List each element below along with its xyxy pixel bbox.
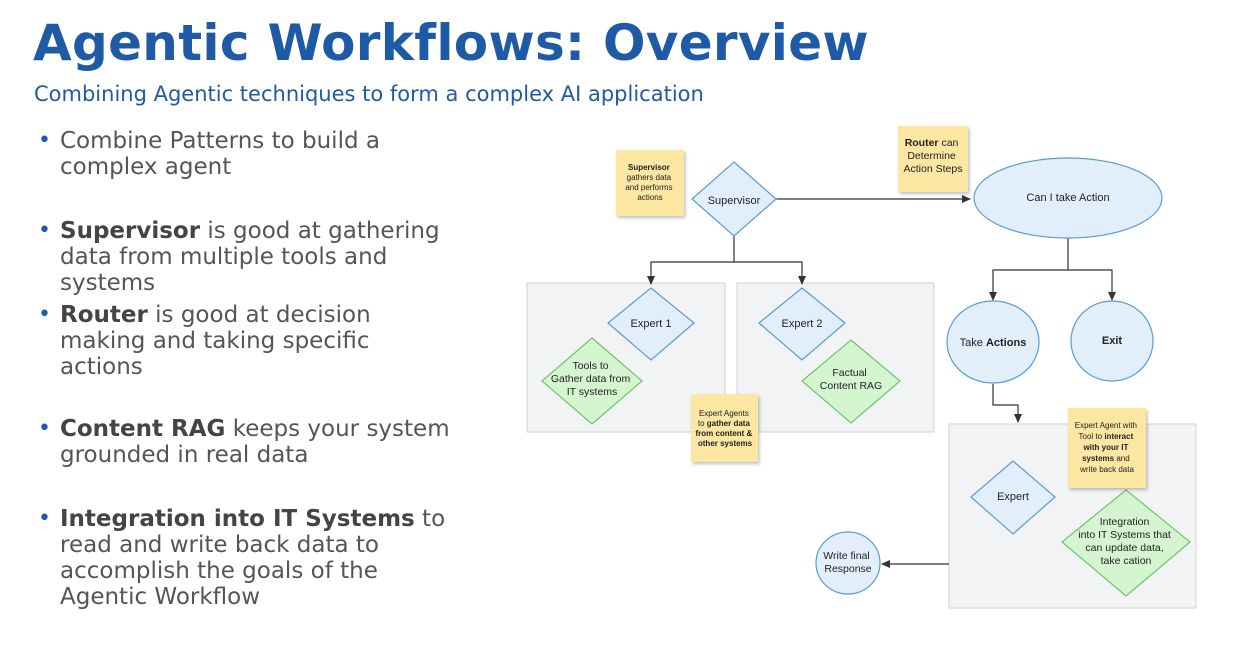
bullet-bold: Supervisor bbox=[60, 218, 201, 244]
svg-text:Expert Agents to gather: Expert Agents to gather data from conten… bbox=[695, 409, 754, 448]
exit-node bbox=[1070, 300, 1154, 382]
arrow-supervisor-split bbox=[647, 236, 735, 285]
bullet-bold: Integration into IT Systems bbox=[60, 506, 415, 532]
expert1-label: Expert 1 bbox=[631, 318, 672, 330]
bullet-text: is good at gathering data from multiple … bbox=[60, 218, 440, 296]
bullet-dot-icon: • bbox=[38, 302, 51, 327]
router-node bbox=[973, 157, 1163, 239]
expert-agent-tool-sticky-note: Expert Agent with Tool to interact with … bbox=[1068, 408, 1146, 488]
integration-line: can update data, bbox=[1085, 542, 1163, 554]
write-response-line: Response bbox=[824, 563, 871, 575]
expert-label: Expert bbox=[997, 491, 1029, 503]
svg-text:Supervisor gathers data: Supervisor gathers data and performs act… bbox=[625, 163, 674, 202]
bullet-bold: Content RAG bbox=[60, 416, 226, 442]
take-actions-node bbox=[946, 300, 1040, 384]
write-response-label: Write final Response bbox=[823, 550, 872, 575]
bullet-text: is good at decision making and taking sp… bbox=[60, 302, 371, 380]
bullet-text: to read and write back data to accomplis… bbox=[60, 506, 446, 610]
bullet-dot-icon: • bbox=[38, 416, 51, 441]
bullet-text: keeps your system grounded in real data bbox=[60, 416, 450, 468]
bullet-item: • Supervisor is good at gathering data f… bbox=[38, 218, 458, 296]
supervisor-node bbox=[691, 161, 777, 237]
bullet-item: • Router is good at decision making and … bbox=[38, 302, 458, 380]
exit-label: Exit bbox=[1102, 335, 1123, 347]
expert2-label: Expert 2 bbox=[782, 318, 823, 330]
supervisor-sticky-note: Supervisor gathers data and performs act… bbox=[616, 150, 684, 216]
bullet-item: • Combine Patterns to build a complex ag… bbox=[38, 128, 458, 180]
bullet-item: • Content RAG keeps your system grounded… bbox=[38, 416, 458, 468]
arrow-router-to-exit bbox=[1068, 269, 1116, 301]
tools-line: Gather data from bbox=[551, 373, 631, 385]
factual-rag-label: Factual Content RAG bbox=[820, 367, 882, 392]
bullet-item: • Integration into IT Systems to read an… bbox=[38, 506, 458, 610]
expert2-node bbox=[758, 287, 846, 361]
supervisor-label: Supervisor bbox=[708, 195, 761, 207]
expert1-node bbox=[607, 287, 695, 361]
tools-node bbox=[541, 337, 643, 425]
integration-label: Integration into IT Systems that can upd… bbox=[1078, 516, 1174, 567]
integration-line: Integration bbox=[1100, 516, 1150, 528]
arrow-actions-to-expert bbox=[992, 384, 1022, 423]
write-response-node bbox=[815, 531, 881, 595]
bullet-dot-icon: • bbox=[38, 128, 51, 153]
arrow-supervisor-to-expert2 bbox=[734, 261, 806, 285]
factual-line: Content RAG bbox=[820, 380, 882, 392]
bullet-bold: Router bbox=[60, 302, 148, 328]
expert-agents-sticky-note: Expert Agents to gather data from conten… bbox=[691, 394, 758, 462]
connectors bbox=[647, 195, 1116, 568]
integration-line: take cation bbox=[1101, 555, 1152, 567]
factual-line: Factual bbox=[832, 367, 866, 379]
bullet-dot-icon: • bbox=[38, 218, 51, 243]
factual-rag-node bbox=[801, 339, 901, 424]
bullet-dot-icon: • bbox=[38, 506, 51, 531]
svg-text:Expert Agent with Tool t: Expert Agent with Tool to interact with … bbox=[1075, 421, 1140, 474]
integration-line: into IT Systems that bbox=[1078, 529, 1171, 541]
router-sticky-note: Router can Determine Action Steps bbox=[898, 126, 968, 192]
write-response-line: Write final bbox=[823, 550, 870, 562]
page-title: Agentic Workflows: Overview bbox=[33, 14, 869, 72]
expert-node bbox=[970, 460, 1056, 535]
take-actions-label: Take Actions bbox=[960, 337, 1027, 349]
page-subtitle: Combining Agentic techniques to form a c… bbox=[34, 82, 704, 106]
tools-line: IT systems bbox=[567, 386, 618, 398]
router-label: Can I take Action bbox=[1026, 192, 1109, 204]
svg-text:Router can Determine: Router can Determine Action Steps bbox=[904, 137, 963, 175]
arrow-router-split bbox=[989, 238, 1069, 301]
tools-line: Tools to bbox=[572, 360, 608, 372]
bullet-text: Combine Patterns to build a complex agen… bbox=[60, 128, 380, 180]
tools-label: Tools to Gather data from IT systems bbox=[551, 360, 633, 398]
integration-node bbox=[1061, 489, 1191, 597]
